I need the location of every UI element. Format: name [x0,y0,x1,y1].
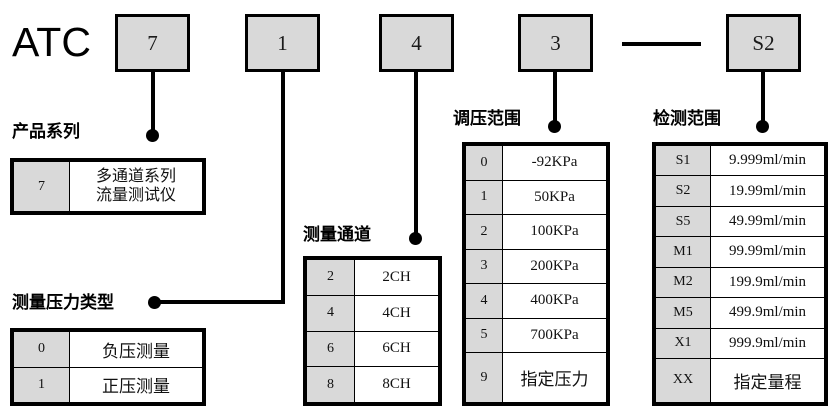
connector-channels-dot [409,232,422,245]
detection-range-code-5: M5 [655,297,711,329]
pressure-range-code-0: 0 [465,145,503,181]
pressure-range-code-2: 2 [465,214,503,250]
channels-code-3: 8 [306,366,355,403]
table-row: 4 400KPa [465,283,607,319]
detection-range-code-0: S1 [655,144,711,177]
table-row: M1 99.99ml/min [655,236,825,268]
pressure-range-desc-4: 400KPa [502,283,607,319]
connector-channels-line [414,72,418,240]
table-detection-range: S1 9.999ml/min S2 19.99ml/min S5 49.99ml… [652,142,828,406]
pressure-range-desc-6: 指定压力 [502,352,607,403]
table-row: 1 50KPa [465,179,607,216]
channels-desc-0: 2CH [354,259,439,296]
code-box-pressure-range: 3 [518,14,593,72]
code-box-pressure-type: 1 [245,14,320,72]
table-pressure-type: 0 负压测量 1 正压测量 [10,328,206,406]
table-row: XX 指定量程 [655,357,825,404]
pressure-type-desc-0: 负压测量 [69,331,203,368]
connector-pressure-range-dot [548,120,561,133]
channels-desc-2: 6CH [354,330,439,368]
detection-range-desc-2: 49.99ml/min [710,205,825,238]
detection-range-desc-7: 指定量程 [710,357,825,404]
table-row: 1 正压测量 [13,366,203,403]
pressure-range-desc-3: 200KPa [502,248,607,285]
table-row: 0 负压测量 [13,331,203,368]
table-row: M2 199.9ml/min [655,266,825,299]
caption-series: 产品系列 [12,122,80,141]
series-code-0: 7 [13,161,70,212]
table-row: M5 499.9ml/min [655,297,825,329]
pressure-range-desc-5: 700KPa [502,317,607,354]
detection-range-desc-4: 199.9ml/min [710,266,825,299]
table-row: 0 -92KPa [465,145,607,181]
connector-series-line [151,72,155,136]
table-row: S5 49.99ml/min [655,205,825,238]
connector-pressure-type-vline [281,72,285,304]
code-box-detection-range: S2 [726,14,801,72]
detection-range-desc-0: 9.999ml/min [710,144,825,177]
detection-range-desc-3: 99.99ml/min [710,236,825,268]
connector-pressure-range-line [553,72,557,128]
table-row: 7 多通道系列 流量测试仪 [13,161,203,212]
caption-pressure-type: 测量压力类型 [12,293,114,312]
table-row: 2 2CH [306,259,439,296]
connector-series-dot [146,129,159,142]
pressure-range-code-1: 1 [465,179,503,216]
channels-code-1: 4 [306,294,355,332]
pressure-type-code-0: 0 [13,331,70,368]
pressure-range-code-5: 5 [465,317,503,354]
pressure-range-desc-2: 100KPa [502,214,607,250]
table-row: X1 999.9ml/min [655,327,825,359]
pressure-type-desc-1: 正压测量 [69,366,203,403]
detection-range-code-1: S2 [655,175,711,207]
pressure-range-code-4: 4 [465,283,503,319]
table-row: 6 6CH [306,330,439,368]
table-series: 7 多通道系列 流量测试仪 [10,158,206,215]
connector-detection-range-dot [756,120,769,133]
detection-range-code-6: X1 [655,327,711,359]
caption-pressure-range: 调压范围 [453,109,521,128]
table-row: S2 19.99ml/min [655,175,825,207]
pressure-range-desc-1: 50KPa [502,179,607,216]
detection-range-code-2: S5 [655,205,711,238]
channels-desc-1: 4CH [354,294,439,332]
connector-detection-range-line [761,72,765,128]
table-pressure-range: 0 -92KPa 1 50KPa 2 100KPa 3 200KPa 4 400… [462,142,610,406]
table-row: 5 700KPa [465,317,607,354]
pressure-range-code-6: 9 [465,352,503,403]
detection-range-code-4: M2 [655,266,711,299]
code-box-channels: 4 [379,14,454,72]
pressure-range-code-3: 3 [465,248,503,285]
series-desc-0: 多通道系列 流量测试仪 [69,161,203,212]
table-row: 2 100KPa [465,214,607,250]
table-channels: 2 2CH 4 4CH 6 6CH 8 8CH [303,256,442,406]
table-row: 8 8CH [306,366,439,403]
channels-desc-3: 8CH [354,366,439,403]
pressure-range-desc-0: -92KPa [502,145,607,181]
table-row: 3 200KPa [465,248,607,285]
channels-code-2: 6 [306,330,355,368]
detection-range-desc-5: 499.9ml/min [710,297,825,329]
table-row: 9 指定压力 [465,352,607,403]
caption-detection-range: 检测范围 [653,109,721,128]
table-row: 4 4CH [306,294,439,332]
connector-pressure-type-dot [148,296,161,309]
series-desc-0-line1: 多通道系列 [95,168,176,186]
code-box-series: 7 [115,14,190,72]
series-desc-0-line2: 流量测试仪 [95,186,176,204]
connector-pressure-type-hline [153,300,285,304]
channels-code-0: 2 [306,259,355,296]
detection-range-desc-6: 999.9ml/min [710,327,825,359]
pressure-type-code-1: 1 [13,366,70,403]
table-row: S1 9.999ml/min [655,144,825,177]
caption-channels: 测量通道 [303,225,371,244]
detection-range-desc-1: 19.99ml/min [710,175,825,207]
code-separator-dash [622,42,701,46]
detection-range-code-7: XX [655,357,711,404]
brand-label: ATC [12,19,91,65]
detection-range-code-3: M1 [655,236,711,268]
